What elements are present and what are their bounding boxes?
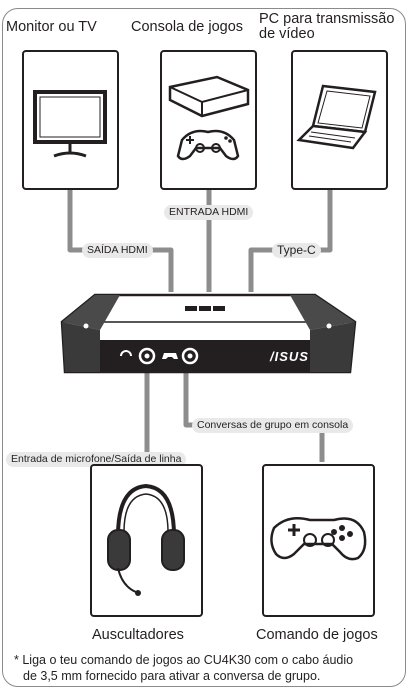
footnote: * Liga o teu comando de jogos ao CU4K30 … [14, 652, 402, 684]
headphones-label: Auscultadores [92, 627, 184, 643]
group-chat-label: Conversas de grupo em consola [192, 418, 354, 433]
monitor-label: Monitor ou TV [6, 19, 97, 35]
pc-box [291, 50, 388, 190]
gamepad-port-icon [162, 353, 178, 359]
gamepad-label: Comando de jogos [256, 627, 378, 643]
gamepad-jack [181, 347, 199, 365]
hdmi-out-label: SAÍDA HDMI [82, 243, 153, 258]
footnote-line2: de 3,5 mm fornecido para ativar a conver… [23, 669, 321, 683]
console-box [160, 50, 257, 190]
mic-line-label: Entrada de microfone/Saída de linha [6, 452, 187, 467]
gamepad-box [262, 464, 375, 617]
outer-frame [2, 8, 406, 687]
monitor-icon [33, 90, 107, 158]
laptop-icon [296, 84, 377, 150]
headphones-icon [107, 483, 185, 596]
footnote-line1: * Liga o teu comando de jogos ao CU4K30 … [14, 653, 354, 667]
pc-label-line1: PC para transmissão [259, 11, 395, 27]
monitor-box [22, 50, 119, 190]
hdmi-in-label: ENTRADA HDMI [164, 205, 254, 220]
game-console-icon [168, 75, 250, 161]
console-label: Consola de jogos [131, 19, 244, 35]
typec-label: Type-C [272, 243, 321, 258]
asus-logo: /ISUS [270, 349, 309, 364]
headphones-box [90, 464, 203, 617]
gamepad-icon [270, 517, 367, 561]
headphone-jack-icon [120, 350, 132, 357]
mic-jack [138, 347, 156, 365]
pc-label-line2: de vídeo [259, 26, 315, 42]
